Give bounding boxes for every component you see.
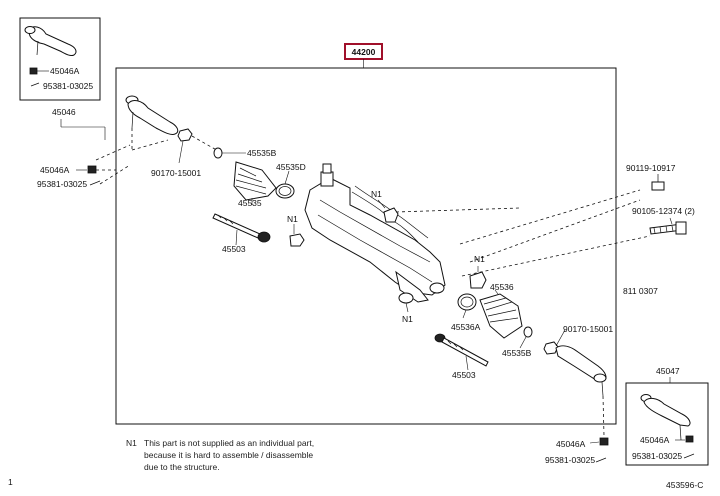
bolt-right-label: 90105-12374 (2)	[632, 206, 695, 216]
right-clip-label: 45046A	[556, 439, 586, 449]
boot-right[interactable]	[479, 293, 523, 339]
footnote-line-2: because it is hard to assemble / disasse…	[144, 450, 313, 460]
date-range-label: 811 0307	[623, 286, 658, 296]
right-clip[interactable]	[599, 437, 609, 446]
bolt-top-label: 90119-10917	[626, 163, 676, 173]
right-bolt-label: 95381-03025	[545, 455, 595, 465]
inset-tie-rod-end-right[interactable]: 45046A 95381-03025	[625, 382, 709, 466]
left-bolt-label: 95381-03025	[37, 179, 87, 189]
clamp-small-left-label: 45535D	[276, 162, 306, 172]
tie-rod-end-right[interactable]	[555, 345, 607, 437]
main-frame	[115, 67, 617, 425]
clamp-left-label: 45535B	[247, 148, 277, 158]
tie-rod-end-left[interactable]	[125, 95, 179, 151]
n1-label-a: N1	[287, 214, 298, 224]
nut-right[interactable]	[543, 341, 559, 355]
rod-left[interactable]	[212, 213, 271, 243]
nut-left-label: 90170-15001	[151, 168, 201, 178]
inset-right-bolt-label: 95381-03025	[632, 451, 682, 461]
rod-right[interactable]	[434, 333, 489, 367]
rod-left-label: 45503	[222, 244, 246, 254]
bolt-top[interactable]	[651, 174, 665, 191]
clamp-right-b[interactable]	[523, 326, 533, 338]
clamp-right-a-label: 45536A	[451, 322, 481, 332]
inset-left-clip-label: 45046A	[50, 66, 80, 76]
inset-left-bolt-label: 95381-03025	[43, 81, 93, 91]
bushing-lower[interactable]	[398, 292, 414, 304]
n1-label-d: N1	[402, 314, 413, 324]
inset-left-part-label: 45046	[52, 107, 76, 117]
bushing-top[interactable]	[383, 207, 399, 223]
boot-left-label: 45535	[238, 198, 262, 208]
bushing-left[interactable]	[289, 233, 305, 247]
footnote-line-3: due to the structure.	[144, 462, 220, 472]
inset-right-part-label: 45047	[656, 366, 680, 376]
main-assembly-label: 44200	[352, 47, 376, 57]
clamp-right-a[interactable]	[457, 293, 477, 311]
inset-tie-rod-end-left[interactable]: 45046A 95381-03025	[19, 17, 101, 101]
nut-right-label: 90170-15001	[563, 324, 613, 334]
clamp-left[interactable]	[213, 147, 223, 159]
figure-code: 453596-C	[666, 480, 703, 490]
n1-label-c: N1	[474, 254, 485, 264]
footnote-line-1: This part is not supplied as an individu…	[144, 438, 314, 448]
left-clip[interactable]	[87, 165, 97, 174]
n1-label-b: N1	[371, 189, 382, 199]
boot-right-label: 45536	[490, 282, 514, 292]
bolt-right[interactable]	[649, 221, 687, 235]
nut-left[interactable]	[177, 128, 193, 142]
bushing-right[interactable]	[469, 271, 487, 289]
inset-right-clip-label: 45046A	[640, 435, 670, 445]
rack-housing[interactable]	[304, 163, 446, 303]
rod-right-label: 45503	[452, 370, 476, 380]
clamp-right-b-label: 45535B	[502, 348, 532, 358]
page-marker: 1	[8, 477, 13, 487]
left-clip-label: 45046A	[40, 165, 70, 175]
boot-left[interactable]	[233, 161, 277, 201]
footnote-marker: N1	[126, 438, 137, 448]
